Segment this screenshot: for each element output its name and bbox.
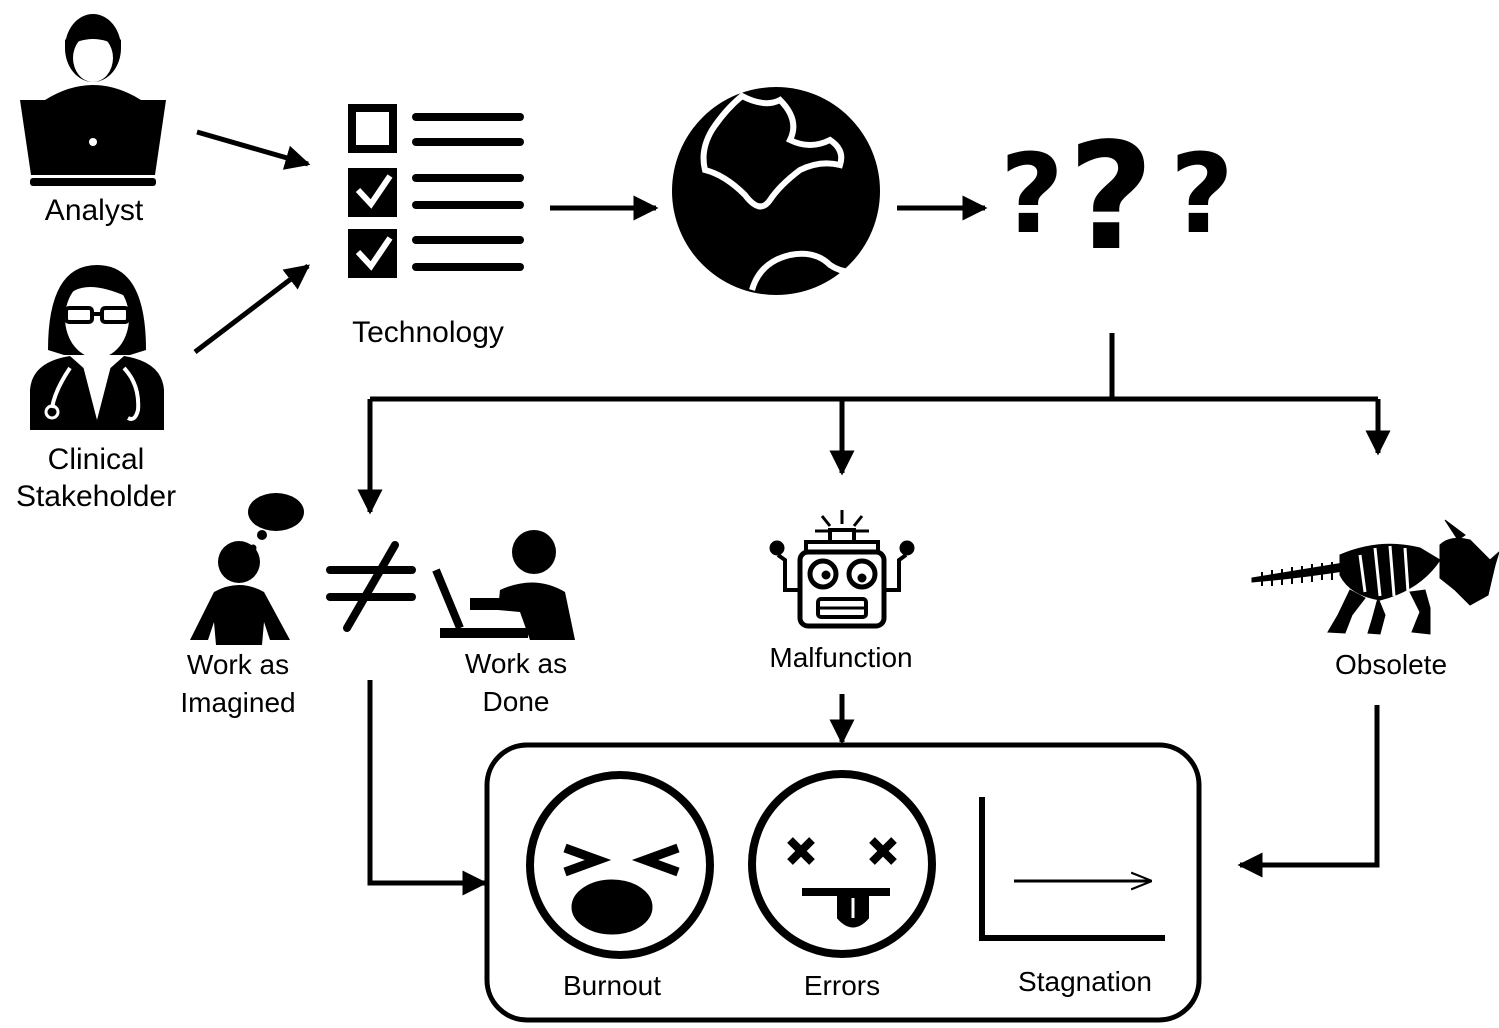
work-imagined-label-line1: Work as <box>186 649 290 680</box>
consequences-box <box>484 742 1202 1023</box>
stagnation-label: Stagnation <box>1018 966 1152 997</box>
dizzy-face-icon <box>748 770 936 958</box>
errors-label: Errors <box>803 970 881 1001</box>
question-marks-icon: ? ? ? <box>1000 111 1234 283</box>
svg-text:?: ? <box>1068 111 1154 283</box>
burnout-face-icon <box>526 771 714 959</box>
dinosaur-skeleton-icon <box>1251 519 1499 635</box>
burnout-label: Burnout <box>562 970 662 1001</box>
analyst-label: Analyst <box>44 194 144 227</box>
technology-label: Technology <box>352 316 504 349</box>
thinking-person-icon <box>190 493 304 645</box>
svg-text:?: ? <box>1170 130 1234 258</box>
robot-icon <box>769 510 915 629</box>
branch-connectors <box>357 333 1391 515</box>
work-imagined-label-line2: Imagined <box>180 687 296 718</box>
work-done-label-line1: Work as <box>464 648 568 679</box>
clinical-label-line2: Stakeholder <box>15 480 177 513</box>
not-equal-icon <box>326 541 416 632</box>
arrow-analyst-to-technology <box>196 129 311 170</box>
arrows-to-consequences <box>367 680 1380 896</box>
arrow-clinical-to-technology <box>193 264 310 354</box>
malfunction-label: Malfunction <box>769 642 913 673</box>
checklist-icon <box>348 104 524 278</box>
analyst-laptop-icon <box>20 14 166 186</box>
svg-text:?: ? <box>1000 130 1064 258</box>
flat-chart-icon <box>979 797 1165 941</box>
clinical-label-line1: Clinical <box>47 443 145 476</box>
obsolete-label: Obsolete <box>1334 649 1448 680</box>
globe-icon <box>672 87 880 295</box>
person-at-laptop-icon <box>432 530 575 640</box>
work-done-label-line2: Done <box>482 686 550 717</box>
clinician-icon <box>30 265 164 430</box>
